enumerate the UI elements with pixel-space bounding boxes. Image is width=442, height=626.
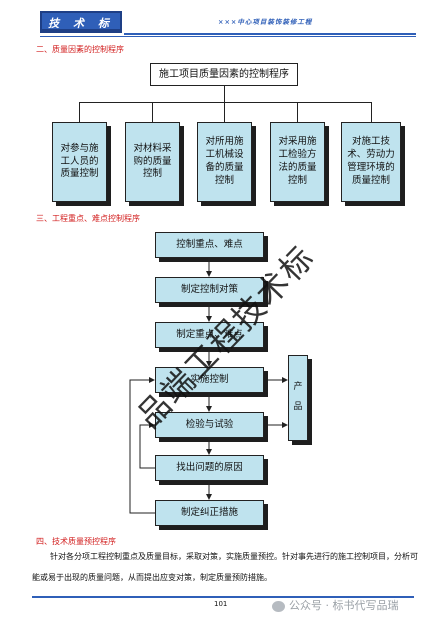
footer-rule [32, 596, 414, 598]
section4-paragraph-text: 针对各分项工程控制重点及质量目标，采取对策，实施质量预控。针对事先进行的施工控制… [32, 552, 418, 582]
step-inspection-testing: 检验与试验 [155, 412, 264, 438]
connector [79, 102, 80, 122]
factor-box-material: 对材料采购的质量控制 [125, 122, 180, 202]
factor-box-personnel: 对参与施工人员的质量控制 [52, 122, 107, 202]
section3-title: 三、工程重点、难点控制程序 [36, 214, 140, 223]
step-control-key-points: 控制重点、难点 [155, 232, 264, 258]
connector [152, 102, 153, 122]
product-box: 产 品 [288, 355, 308, 441]
connector [371, 102, 372, 122]
header-rule [124, 33, 416, 35]
step-find-causes: 找出问题的原因 [155, 455, 264, 481]
factor-box-machinery: 对所用施工机械设备的质量控制 [197, 122, 252, 202]
factor-box-method: 对采用施工检验方法的质量控制 [270, 122, 325, 202]
step-make-countermeasures: 制定控制对策 [155, 277, 264, 303]
connector [79, 102, 372, 103]
header-badge: 技 术 标 [40, 11, 122, 33]
factor-box-environment: 对施工技术、劳动力管理环境的质量控制 [341, 122, 401, 202]
header-project-title: ×××中心项目装饰装修工程 [218, 18, 313, 26]
section2-title: 二、质量因素的控制程序 [36, 45, 124, 54]
section4-title: 四、技术质量预控程序 [36, 537, 116, 546]
header-rule-thin [40, 36, 416, 37]
watermark-text: 品端工程技术标 [129, 237, 323, 436]
step-corrective-measures: 制定纠正措施 [155, 500, 264, 526]
step-define-key-points: 制定重点、难点 [155, 322, 264, 348]
wechat-icon [272, 600, 285, 612]
step-implement-control: 实施控制 [155, 367, 264, 393]
wechat-watermark: 公众号 · 标书代写品瑞 [272, 597, 399, 613]
connector [224, 86, 225, 102]
connector [224, 102, 225, 122]
connector [297, 102, 298, 122]
section4-paragraph: 针对各分项工程控制重点及质量目标，采取对策，实施质量预控。针对事先进行的施工控制… [32, 546, 420, 588]
wechat-label: 公众号 · 标书代写品瑞 [289, 599, 399, 612]
page-number: 101 [214, 600, 228, 608]
quality-factor-top-box: 施工项目质量因素的控制程序 [150, 63, 298, 86]
